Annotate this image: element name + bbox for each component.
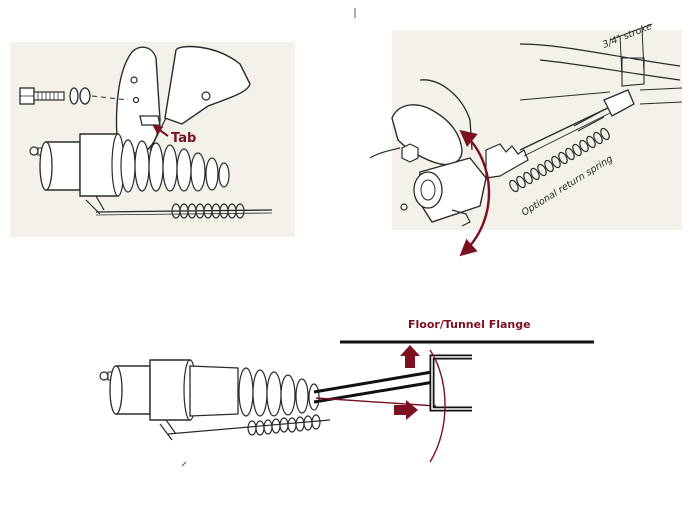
bolt-icon	[19, 87, 65, 105]
bolt-axis-line	[91, 95, 129, 101]
rubber-boot	[120, 139, 230, 193]
pedal-outline	[369, 147, 401, 159]
panel-modified-layout: Floor/Tunnel Flange	[99, 318, 594, 463]
stroke-extension-line	[641, 27, 645, 73]
fitting-icon	[400, 203, 408, 211]
cable-rod	[95, 212, 273, 216]
cylinder-end	[413, 171, 443, 209]
pedal-arm-hole	[201, 91, 211, 101]
return-spring	[509, 127, 610, 193]
rubber-boot	[485, 143, 529, 179]
return-spring	[171, 203, 245, 219]
cable-rod	[95, 209, 273, 213]
floor-line	[519, 43, 681, 67]
pivot-arc	[429, 349, 446, 463]
nut-icon	[79, 87, 91, 105]
washer-icon	[69, 87, 79, 105]
bracket-hole	[132, 96, 140, 104]
scan-mark	[181, 461, 187, 467]
floor-line	[539, 59, 681, 81]
floor-line	[519, 91, 611, 101]
tab-label: Tab	[171, 131, 196, 146]
hex-bolt-icon	[401, 143, 419, 163]
floor-flange-label: Floor/Tunnel Flange	[408, 318, 531, 331]
cylinder-end-inner	[420, 179, 436, 201]
curved-double-arrow-icon	[459, 129, 491, 257]
extension-rod	[313, 370, 433, 394]
arrow-up-icon	[400, 345, 420, 368]
cable-cylinder	[99, 359, 239, 441]
pedal-arm	[164, 45, 251, 125]
bracket-outline	[621, 57, 645, 87]
floor-line	[639, 87, 683, 105]
panel-tab-mount: Tab	[10, 42, 295, 237]
tab-pointer-arrow	[152, 124, 169, 137]
tunnel-flange-inner	[431, 356, 472, 410]
bracket-hole	[130, 76, 138, 84]
stroke-extension-line	[619, 35, 623, 77]
clevis	[603, 89, 635, 117]
rubber-boot	[238, 367, 320, 417]
arrow-right-icon	[394, 400, 418, 420]
tab-part	[139, 115, 161, 126]
threaded-section	[573, 111, 605, 132]
panel-stroke-detail: 3/4" stroke Optional return spring	[369, 21, 683, 257]
pull-rod	[315, 397, 437, 407]
cable-cylinder	[29, 133, 125, 215]
return-spring	[247, 414, 321, 436]
stroke-dimension-line	[609, 23, 653, 41]
cable-rod	[523, 110, 615, 157]
cable-rod	[167, 419, 331, 435]
pedal-shoulder	[419, 79, 473, 151]
